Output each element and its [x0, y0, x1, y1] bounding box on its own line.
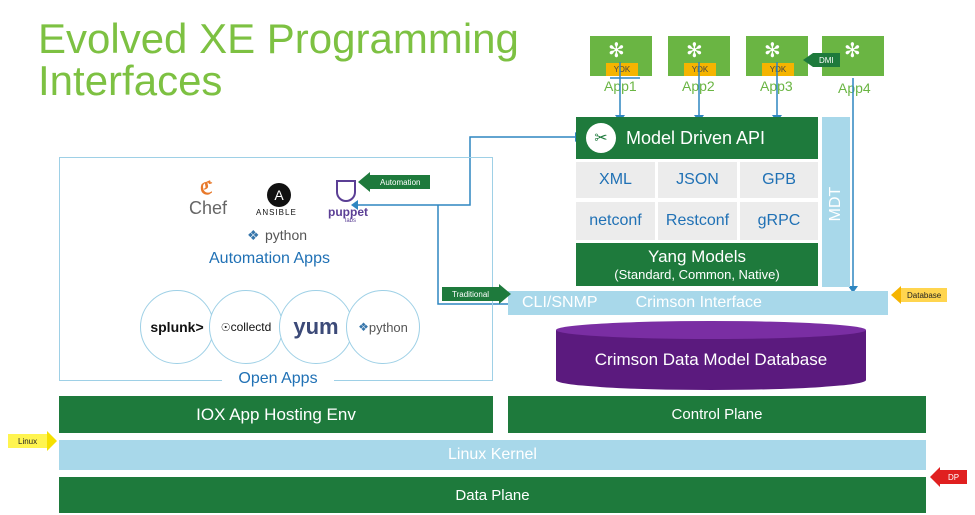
automation-apps-label: Automation Apps	[209, 250, 330, 267]
arrow-right-icon	[47, 431, 58, 451]
yum-label: yum	[293, 314, 339, 339]
crimson-interface-label: Crimson Interface	[635, 294, 762, 311]
dmi-label: DMI	[813, 53, 840, 67]
database-arrow: Database	[891, 286, 948, 304]
chef-icon: ℭ	[200, 178, 213, 198]
data-plane: Data Plane	[59, 477, 926, 513]
title-line1: Evolved XE Programming	[38, 15, 519, 62]
protocol-gpb: GPB	[740, 162, 818, 198]
yang-title: Yang Models	[648, 247, 746, 266]
ydk-tag: YDK	[762, 63, 794, 76]
mdt-bar: MDT	[822, 117, 850, 287]
puppet-labs-label: labs	[345, 218, 357, 224]
puppet-label: puppet	[328, 205, 368, 219]
control-plane: Control Plane	[508, 396, 926, 433]
crimson-db-label: Crimson Data Model Database	[594, 350, 828, 369]
python-circle: ❖ python	[346, 290, 420, 364]
model-driven-api-label: Model Driven API	[626, 127, 766, 148]
splunk-label: splunk>	[150, 319, 204, 335]
gear-icon: ✻	[844, 40, 861, 62]
gear-icon: ✻	[764, 40, 781, 62]
chef-label: Chef	[189, 198, 228, 218]
yang-subtitle: (Standard, Common, Native)	[614, 267, 780, 282]
title-line2: Interfaces	[38, 57, 223, 104]
protocol-json: JSON	[658, 162, 737, 198]
linux-label: Linux	[8, 434, 48, 448]
yang-models: Yang Models (Standard, Common, Native)	[576, 243, 818, 286]
ydk-tag: YDK	[606, 63, 638, 76]
mdt-label: MDT	[827, 186, 844, 222]
arrow-left-icon	[803, 53, 813, 67]
gear-icon: ✻	[686, 40, 703, 62]
python-icon: ❖	[358, 320, 369, 334]
open-apps-label: Open Apps	[222, 370, 334, 388]
puppet-flask-icon	[336, 180, 356, 202]
python-open-label: python	[368, 319, 408, 335]
tools-icon: ✂	[586, 123, 616, 153]
protocol-grpc: gRPC	[740, 202, 818, 240]
traditional-arrow: Traditional	[442, 284, 512, 304]
gear-icon: ✻	[608, 40, 625, 62]
page-title: Evolved XE Programming Interfaces	[38, 18, 519, 102]
dp-arrow: DP	[930, 467, 968, 487]
python-label: python	[265, 227, 308, 243]
dmi-arrow: DMI	[803, 53, 840, 67]
arrow-left-icon	[891, 286, 901, 304]
splunk-circle: splunk>	[140, 290, 214, 364]
linux-arrow: Linux	[8, 431, 58, 451]
database-label: Database	[901, 288, 948, 302]
collectd-circle: ☉ collectd	[209, 290, 283, 364]
protocol-netconf: netconf	[576, 202, 655, 240]
protocol-xml: XML	[576, 162, 655, 198]
ansible-label: ANSIBLE	[256, 208, 297, 217]
protocol-restconf: Restconf	[658, 202, 737, 240]
crimson-db-cylinder	[556, 321, 866, 390]
cli-snmp-label: CLI/SNMP	[522, 294, 598, 311]
arrow-left-icon	[358, 172, 370, 192]
collectd-label: collectd	[230, 320, 272, 334]
dp-label: DP	[940, 470, 968, 484]
crimson-interface: CLI/SNMP Crimson Interface	[508, 291, 888, 315]
automation-arrow: Automation	[358, 172, 431, 192]
iox-app-hosting: IOX App Hosting Env	[59, 396, 493, 433]
collectd-icon: ☉	[220, 321, 231, 334]
ansible-icon: A	[267, 183, 291, 207]
ydk-tag: YDK	[684, 63, 716, 76]
python-icon: ❖	[247, 227, 260, 243]
model-driven-api: ✂ Model Driven API	[576, 117, 818, 159]
arrow-right-icon	[499, 284, 512, 304]
traditional-label: Traditional	[442, 287, 500, 301]
app-label: App4	[838, 80, 871, 96]
arrow-left-icon	[930, 467, 940, 487]
linux-kernel: Linux Kernel	[59, 440, 926, 470]
automation-arrow-label: Automation	[370, 175, 431, 189]
yum-circle: yum	[279, 290, 353, 364]
